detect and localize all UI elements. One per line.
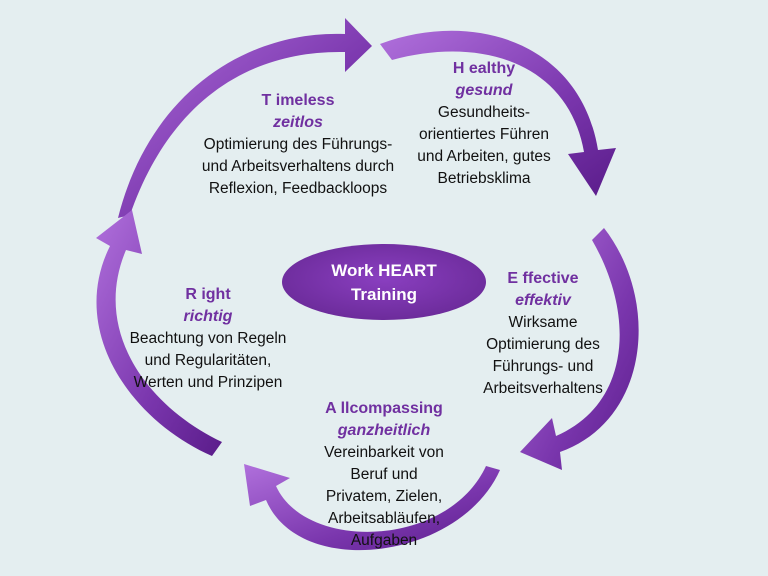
center-title-line2: Training <box>350 285 418 304</box>
center-title-line1: Work HEART <box>331 261 437 280</box>
right-line-1: Beachtung von Regeln <box>129 330 287 347</box>
timeless-line-2: und Arbeitsverhaltens durch <box>201 158 395 175</box>
allcompassing-line-1: Vereinbarkeit von <box>324 444 444 461</box>
effective-line-2: Optimierung des <box>486 336 600 353</box>
allcompassing-line-3: Privatem, Zielen, <box>325 488 443 505</box>
section-effective: E ffective effektiv Wirksame Optimierung… <box>468 268 618 400</box>
section-allcompassing: A llcompassing ganzheitlich Vereinbarkei… <box>296 398 472 552</box>
allcompassing-line-4: Arbeitsabläufen, <box>327 510 441 527</box>
section-timeless: T imeless zeitlos Optimierung des Führun… <box>168 90 428 200</box>
allcompassing-line-2: Beruf und <box>350 466 418 483</box>
timeless-heading: T imeless <box>261 92 335 109</box>
effective-heading: E ffective <box>507 270 579 287</box>
healthy-heading: H ealthy <box>452 60 516 77</box>
timeless-subheading: zeitlos <box>273 114 323 131</box>
arrow-right-to-timeless <box>96 210 222 456</box>
center-title: Work HEART Training <box>284 248 484 318</box>
arrow-effective-to-allcompassing <box>520 228 639 470</box>
right-line-2: und Regularitäten, <box>144 352 272 369</box>
right-heading: R ight <box>185 286 231 303</box>
healthy-line-3: und Arbeiten, gutes <box>417 148 551 165</box>
healthy-line-2: orientiertes Führen <box>418 126 550 143</box>
effective-line-1: Wirksame <box>508 314 578 331</box>
allcompassing-heading: A llcompassing <box>325 400 443 417</box>
arrow-healthy-to-effective <box>380 30 616 196</box>
timeless-line-1: Optimierung des Führungs- <box>203 136 393 153</box>
right-subheading: richtig <box>183 308 233 325</box>
arrow-allcompassing-to-right <box>244 464 500 551</box>
section-right: R ight richtig Beachtung von Regeln und … <box>108 284 308 394</box>
healthy-line-4: Betriebsklima <box>437 170 531 187</box>
right-line-3: Werten und Prinzipen <box>133 374 283 391</box>
arrow-timeless-to-healthy <box>118 18 372 218</box>
center-ellipse <box>282 244 486 320</box>
allcompassing-subheading: ganzheitlich <box>337 422 431 439</box>
effective-line-3: Führungs- und <box>492 358 594 375</box>
allcompassing-line-5: Aufgaben <box>350 532 418 549</box>
section-healthy: H ealthy gesund Gesundheits- orientierte… <box>396 58 572 190</box>
effective-line-4: Arbeitsverhaltens <box>483 380 603 397</box>
effective-subheading: effektiv <box>515 292 571 309</box>
healthy-subheading: gesund <box>455 82 513 99</box>
timeless-line-3: Reflexion, Feedbackloops <box>208 180 388 197</box>
healthy-line-1: Gesundheits- <box>437 104 531 121</box>
